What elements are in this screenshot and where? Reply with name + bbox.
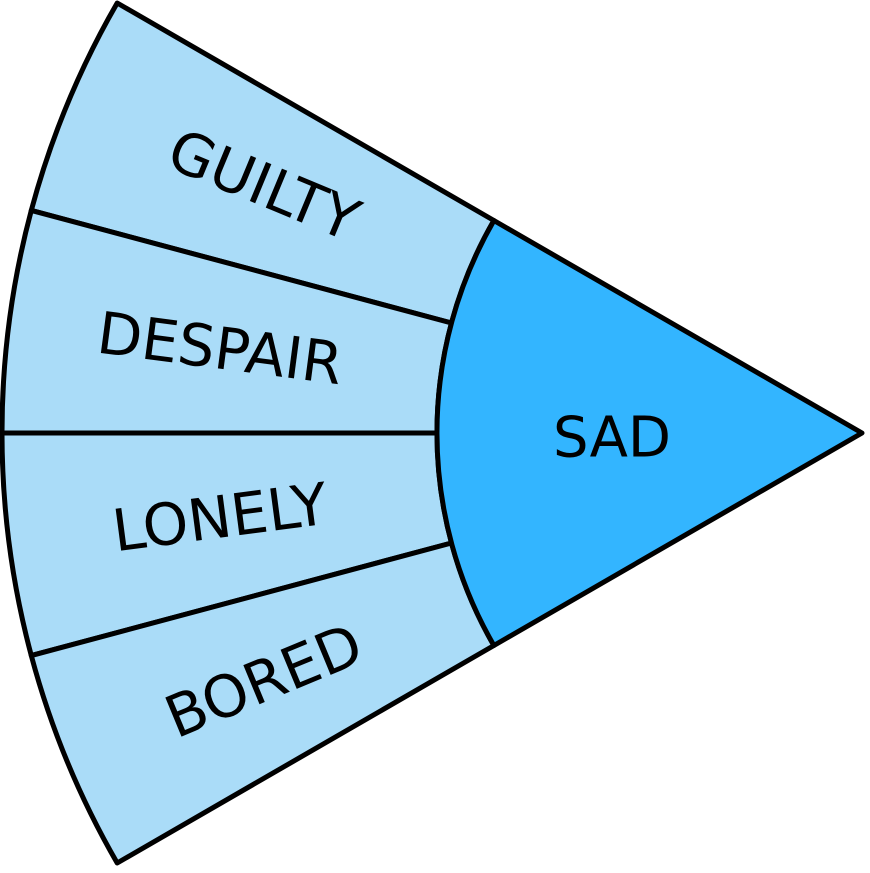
core-segment-sad xyxy=(434,218,865,648)
core-label-sad: SAD xyxy=(553,406,671,471)
outer-segments xyxy=(0,0,497,866)
